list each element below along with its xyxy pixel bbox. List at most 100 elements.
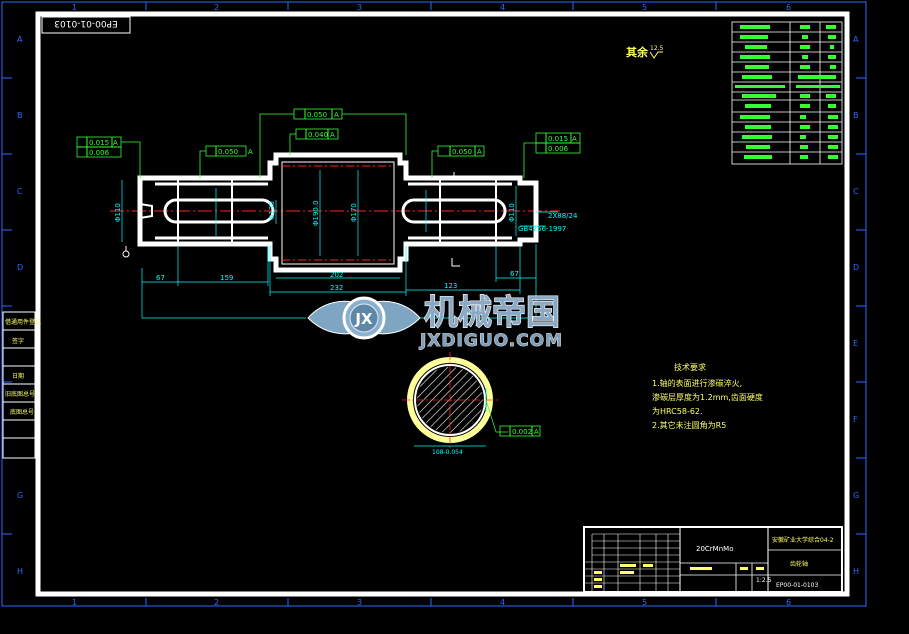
tol-5b-value: 0.006 xyxy=(89,149,110,157)
tol-4-ref: A xyxy=(477,148,482,156)
cross-section-view: 108-0.054 0.002 A xyxy=(402,352,541,456)
spline-right xyxy=(401,182,512,240)
watermark-logo: JX 机械帝国 JXDIGUO.COM xyxy=(307,292,562,351)
tol-5a-value: 0.015 xyxy=(89,139,109,147)
drawing-frame xyxy=(35,11,850,597)
strip-label-1: 借通用件登记 xyxy=(5,318,41,326)
tech-title: 技术要求 xyxy=(674,362,706,372)
col-5-bottom: 5 xyxy=(642,598,647,607)
title-number: EP00-01-0103 xyxy=(776,582,818,589)
tol-7-value: 0.002 xyxy=(512,428,532,436)
row-h-left: H xyxy=(17,567,23,576)
zone-ruler xyxy=(2,2,866,606)
datum-marker xyxy=(122,246,130,258)
tech-line-2: 渗碳层厚度为1.2mm,齿面硬度 xyxy=(652,392,763,402)
flipped-number-box: EP00-01-0103 xyxy=(41,16,131,34)
tolerance-frame-5: 0.015 A 0.006 xyxy=(76,136,141,178)
tech-line-4: 2.其它未注圆角为R5 xyxy=(652,420,726,430)
tolerance-frame-2: 0.040 A xyxy=(289,128,339,155)
tol-6a-value: 0.015 xyxy=(548,135,568,143)
col-4-top: 4 xyxy=(500,3,505,12)
spline-spec: 2X88/24 xyxy=(548,212,578,220)
col-3-bottom: 3 xyxy=(357,598,362,607)
dim-d-right: Φ110 xyxy=(508,203,516,222)
watermark-cn: 机械帝国 xyxy=(424,293,560,333)
tol-2-ref: A xyxy=(330,131,335,139)
gear-parameter-table xyxy=(731,21,843,165)
dimension-texts: 67 159 202 232 123 67 Φ110 Φ190.0 Φ170 Φ… xyxy=(114,200,578,292)
col-2-top: 2 xyxy=(214,3,219,12)
dim-body1: Φ190.0 xyxy=(312,200,320,226)
col-2-bottom: 2 xyxy=(214,598,219,607)
strip-label-4: 签字 xyxy=(12,337,24,345)
tol-6a-ref: A xyxy=(572,135,577,143)
dim-body2: Φ170 xyxy=(350,203,358,222)
row-g-left: G xyxy=(17,491,23,500)
row-h-right: H xyxy=(853,567,859,576)
tolerance-frame-1: 0.050 A xyxy=(259,108,407,178)
col-1-top: 1 xyxy=(72,3,77,12)
title-block-text: 20CrMnMo 安徽矿业大学综合04-2 齿轮轴 1:2.5 EP00-01-… xyxy=(594,536,834,589)
tol-3-value: 0.050 xyxy=(218,148,238,156)
dim-67-left: 67 xyxy=(156,274,165,282)
shaft-main-view xyxy=(110,152,560,273)
flipped-drawing-number: EP00-01-0103 xyxy=(54,18,117,28)
spline-left xyxy=(155,182,275,240)
title-block xyxy=(583,526,843,593)
dim-202: 202 xyxy=(330,271,343,279)
title-scale: 1:2.5 xyxy=(756,577,772,584)
tolerance-frame-3: 0.050 A xyxy=(199,145,253,178)
row-c-left: C xyxy=(17,187,23,196)
strip-label-5: 日期 xyxy=(12,372,24,380)
dimension-lines xyxy=(121,170,558,319)
gear-body xyxy=(281,161,395,265)
surface-label: 其余 xyxy=(626,45,649,59)
emblem-text: JX xyxy=(354,310,373,328)
tech-line-1: 1.轴的表面进行渗碳淬火, xyxy=(652,378,742,388)
col-4-bottom: 4 xyxy=(500,598,505,607)
col-6-top: 6 xyxy=(786,3,791,12)
strip-label-2: 旧底图总号 xyxy=(5,390,35,398)
row-c-right: C xyxy=(853,187,859,196)
title-company: 安徽矿业大学综合04-2 xyxy=(772,536,834,544)
section-arrows xyxy=(451,172,462,267)
parameter-table-text xyxy=(735,25,840,159)
dim-159: 159 xyxy=(220,274,233,282)
surface-value: 12.5 xyxy=(650,45,664,52)
row-b-right: B xyxy=(853,111,859,120)
tol-3-ref: A xyxy=(248,148,253,156)
dim-232: 232 xyxy=(330,284,343,292)
technical-requirements: 技术要求 1.轴的表面进行渗碳淬火, 渗碳层厚度为1.2mm,齿面硬度 为HRC… xyxy=(652,362,763,430)
spline-standard: GB4256-1997 xyxy=(518,225,566,233)
dim-d-mid: Φ130 xyxy=(268,201,276,220)
tech-line-3: 为HRC58-62. xyxy=(652,406,703,416)
tol-4-value: 0.050 xyxy=(452,148,472,156)
dim-67-right: 67 xyxy=(510,270,519,278)
row-d-left: D xyxy=(17,263,23,272)
col-1-bottom: 1 xyxy=(72,598,77,607)
col-3-top: 3 xyxy=(357,3,362,12)
surface-roughness-note: 其余 12.5 xyxy=(626,45,664,59)
dim-123: 123 xyxy=(444,282,457,290)
col-6-bottom: 6 xyxy=(786,598,791,607)
tol-2-value: 0.040 xyxy=(308,131,328,139)
row-d-right: D xyxy=(853,263,859,272)
row-e-right: E xyxy=(853,339,858,348)
row-b-left: B xyxy=(17,111,23,120)
tol-5a-ref: A xyxy=(113,139,118,147)
tolerance-frame-6: 0.015 A 0.006 xyxy=(523,132,581,178)
shaft-outline xyxy=(137,152,539,273)
row-g-right: G xyxy=(853,491,859,500)
title-material: 20CrMnMo xyxy=(696,545,733,553)
strip-label-3: 底图总号 xyxy=(10,408,34,416)
tolerance-frame-4: 0.050 A xyxy=(431,145,485,178)
tol-1-ref: A xyxy=(334,111,339,119)
row-f-right: F xyxy=(853,415,858,424)
left-record-strip: 借通用件登记 旧底图总号 底图总号 签字 日期 xyxy=(2,311,41,459)
sheet-outer-border xyxy=(1,1,867,607)
col-5-top: 5 xyxy=(642,3,647,12)
tol-6b-value: 0.006 xyxy=(548,145,569,153)
row-a-left: A xyxy=(17,35,23,44)
